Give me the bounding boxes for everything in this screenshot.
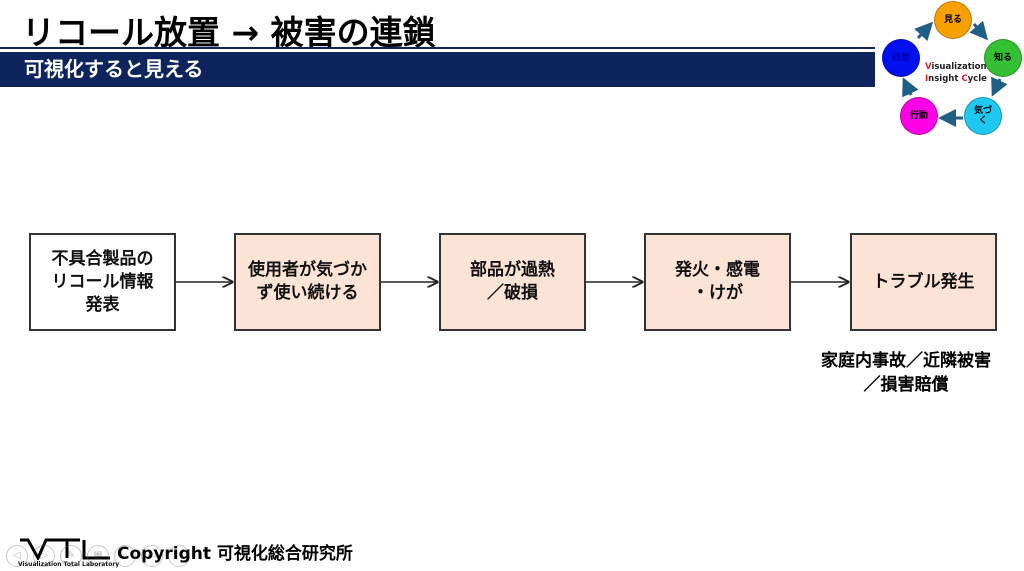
cycle-arrows bbox=[902, 20, 1008, 127]
subtitle-text: 可視化すると見える bbox=[24, 57, 204, 81]
cycle-caption: Visualization Insight Cycle bbox=[925, 62, 987, 84]
flow-step-recall-announcement: 不具合製品の リコール情報 発表 bbox=[29, 233, 176, 331]
cycle-arrow-5 bbox=[914, 21, 934, 42]
title-underline bbox=[0, 47, 875, 49]
zoom-icon[interactable]: ⌕ bbox=[114, 545, 136, 567]
consequence-note: 家庭内事故／近隣被害 ／損害賠償 bbox=[821, 351, 991, 395]
cycle-node-know: 知る bbox=[984, 39, 1022, 77]
flow-step-trouble: トラブル発生 bbox=[850, 233, 997, 331]
flow-step-fire-shock-injury: 発火・感電 ・けが bbox=[644, 233, 791, 331]
cycle-node-act: 行動 bbox=[900, 97, 938, 135]
subtitle-banner: 可視化すると見える bbox=[0, 52, 875, 87]
camera-icon[interactable]: ▭ bbox=[141, 545, 163, 567]
slide-title: リコール放置 → 被害の連鎖 bbox=[22, 13, 436, 52]
cycle-arrow-1 bbox=[969, 20, 988, 41]
cycle-node-notice: 気づ く bbox=[964, 97, 1002, 135]
more-icon[interactable]: ⋯ bbox=[168, 545, 190, 567]
pen-icon[interactable]: ✎ bbox=[60, 545, 82, 567]
insight-cycle-diagram: 見る 知る 気づ く 行動 改善 Visualization Insight C… bbox=[878, 0, 1024, 140]
prev-slide-icon[interactable]: ◁ bbox=[6, 545, 28, 567]
next-slide-icon[interactable]: ▷ bbox=[33, 545, 55, 567]
cycle-arrow-2 bbox=[991, 76, 1008, 97]
slide-nav-controls[interactable]: ◁ ▷ ✎ ▦ ⌕ ▭ ⋯ bbox=[6, 545, 190, 567]
flow-step-continued-use: 使用者が気づか ず使い続ける bbox=[234, 233, 381, 331]
grid-icon[interactable]: ▦ bbox=[87, 545, 109, 567]
cycle-node-improve: 改善 bbox=[882, 39, 920, 77]
flow-step-overheating: 部品が過熱 ／破損 bbox=[439, 233, 586, 331]
cycle-arrow-4 bbox=[902, 77, 919, 98]
cycle-node-see: 見る bbox=[934, 1, 972, 39]
